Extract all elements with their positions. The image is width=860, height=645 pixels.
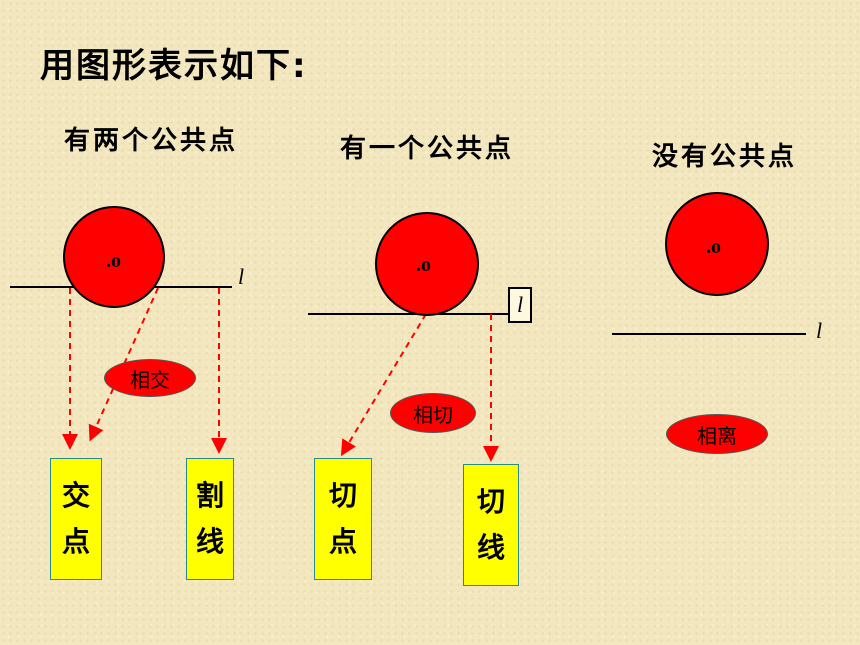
box-char: 切: [476, 485, 505, 518]
heading-one-common-point: 有一个公共点: [340, 134, 515, 164]
box-tangent-line: 切 线: [463, 464, 519, 586]
center-label-3: .o: [706, 236, 721, 258]
heading-two-common-points: 有两个公共点: [64, 126, 239, 156]
line-label-2: l: [508, 287, 532, 323]
line-label-3: l: [816, 318, 823, 343]
badge-intersect: 相交: [104, 359, 196, 397]
circle-separate: [665, 192, 769, 296]
box-char: 点: [61, 525, 90, 558]
box-secant: 割 线: [186, 458, 234, 580]
box-intersection-point: 交 点: [50, 458, 102, 580]
box-char: 线: [476, 531, 505, 564]
box-char: 交: [61, 479, 90, 512]
page-title: 用图形表示如下:: [40, 46, 308, 86]
center-label-2: .o: [416, 254, 431, 276]
box-char: 割: [195, 479, 224, 512]
badge-separate: 相离: [666, 414, 768, 454]
circle-intersect: [63, 206, 165, 308]
circle-tangent: [375, 212, 479, 316]
box-char: 切: [328, 479, 357, 512]
arrow-tangent-point: [340, 313, 427, 457]
heading-no-common-point: 没有公共点: [652, 142, 798, 172]
box-char: 线: [195, 525, 224, 558]
line-label-1: l: [238, 264, 245, 289]
box-char: 点: [328, 525, 357, 558]
center-label-1: .o: [106, 250, 121, 272]
badge-tangent: 相切: [390, 393, 476, 433]
box-tangent-point: 切 点: [314, 458, 372, 580]
